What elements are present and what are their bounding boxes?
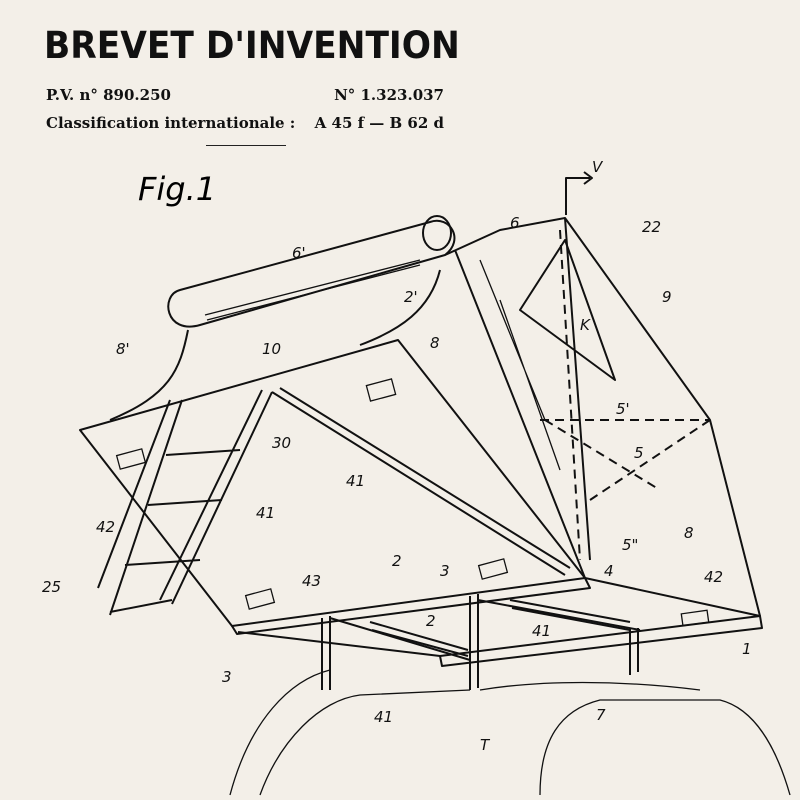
label-8: 8	[684, 524, 694, 542]
header-divider	[206, 145, 286, 146]
label-t: T	[480, 736, 491, 754]
label-41: 41	[532, 622, 551, 640]
label-42: 42	[96, 518, 115, 536]
rolled-canvas	[167, 219, 456, 328]
tent-canvas	[109, 217, 761, 617]
label-10: 10	[262, 340, 281, 358]
label-1: 1	[742, 640, 752, 658]
label-8-prime: 8'	[116, 340, 130, 358]
label-5-prime: 5'	[616, 400, 630, 418]
label-2: 2	[392, 552, 402, 570]
label-25: 25	[42, 578, 61, 596]
classification-value: A 45 f — B 62 d	[314, 114, 444, 132]
label-42: 42	[704, 568, 723, 586]
label-v: V	[592, 158, 604, 176]
roof-panel	[79, 339, 586, 627]
label-k: K	[580, 316, 591, 334]
label-22: 22	[642, 218, 661, 236]
label-6: 6	[510, 214, 520, 232]
label-30: 30	[272, 434, 291, 452]
label-4: 4	[604, 562, 614, 580]
label-3: 3	[440, 562, 450, 580]
label-5-double-prime: 5"	[622, 536, 638, 554]
label-7: 7	[596, 706, 606, 724]
figure-caption: Fig.1	[138, 170, 216, 208]
classification-label: Classification internationale :	[46, 114, 296, 132]
patent-number: N° 1.323.037	[334, 86, 444, 104]
label-8: 8	[430, 334, 440, 352]
reference-labels: 6' 6 22 9 V 2' 8' 10 8 K 5' 5 30 41 42 4…	[42, 158, 752, 754]
label-9: 9	[662, 288, 672, 306]
label-5: 5	[634, 444, 644, 462]
label-6-prime: 6'	[292, 244, 306, 262]
label-2: 2	[426, 612, 436, 630]
car-outline	[229, 669, 791, 796]
support-legs	[321, 594, 641, 690]
arrow-v	[565, 171, 593, 215]
label-41: 41	[374, 708, 393, 726]
label-41: 41	[346, 472, 365, 490]
pv-number: P.V. n° 890.250	[46, 86, 171, 104]
document-title: BREVET D'INVENTION	[44, 24, 460, 67]
label-3: 3	[222, 668, 232, 686]
ladder	[97, 389, 273, 616]
base-platform	[237, 577, 761, 657]
label-2-prime: 2'	[404, 288, 418, 306]
label-43: 43	[302, 572, 321, 590]
hatches	[115, 378, 710, 627]
label-41: 41	[256, 504, 275, 522]
